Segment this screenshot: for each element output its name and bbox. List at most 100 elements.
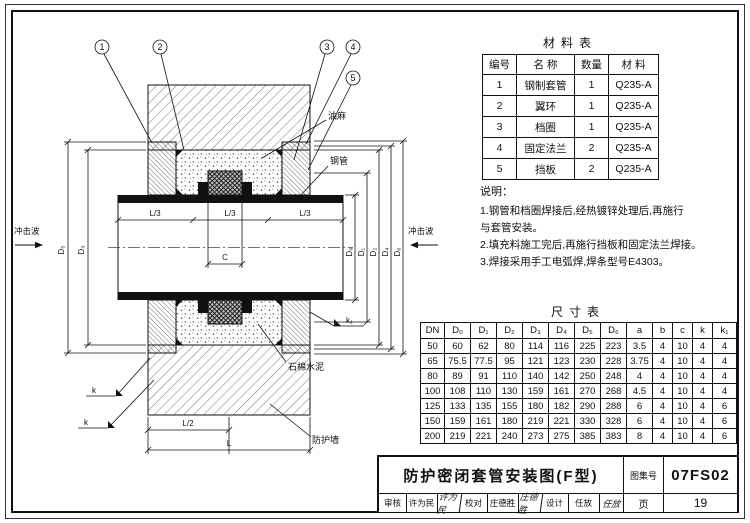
signature-name: 庄德胜: [488, 494, 519, 512]
dims-cell: 4: [652, 413, 673, 429]
dims-cell: 108: [444, 383, 471, 399]
dim-D2: D₂: [369, 248, 378, 257]
dims-cell: 219: [522, 413, 549, 429]
signature-sig: 许为民: [436, 492, 462, 515]
signature-sig: 庄德胜: [517, 492, 543, 515]
materials-cell: Q235-A: [608, 137, 659, 159]
dims-cell: 330: [574, 413, 601, 429]
dims-cell: 91: [470, 368, 497, 384]
dims-cell: 6: [626, 398, 653, 414]
dims-cell: 230: [574, 353, 601, 369]
dims-header-cell: D₆: [600, 322, 627, 339]
dims-cell: 62: [470, 338, 497, 354]
dims-cell: 219: [444, 428, 471, 444]
label-protective-wall: 防护墙: [312, 434, 339, 445]
dims-header-cell: D₅: [574, 322, 601, 339]
dims-cell: 80: [496, 338, 523, 354]
shockwave-annotations: 冲击波 冲击波: [14, 226, 438, 249]
signature-label: 校对: [461, 494, 488, 512]
dims-cell: 4: [652, 353, 673, 369]
dims-header-cell: a: [626, 322, 653, 339]
dims-cell: 10: [672, 353, 693, 369]
dims-cell: 275: [548, 428, 575, 444]
dims-cell: 75.5: [444, 353, 471, 369]
dims-cell: 100: [420, 383, 445, 399]
dims-cell: 10: [672, 413, 693, 429]
note-line: 2.填充料施工完后,再施行挡板和固定法兰焊接。: [480, 239, 702, 251]
page-label: 页: [624, 494, 664, 513]
dims-cell: 161: [470, 413, 497, 429]
dims-cell: 240: [496, 428, 523, 444]
shockwave-arrow-left: [35, 241, 43, 249]
dim-D1: D₁: [357, 247, 366, 256]
dims-cell: 3.5: [626, 338, 653, 354]
note-line: 与套管安装。: [480, 222, 543, 234]
weld-symbols: k₁ k k: [78, 311, 364, 429]
materials-cell: Q235-A: [608, 95, 659, 117]
signature-sig: 任放: [601, 498, 621, 509]
dims-header-cell: D₀: [444, 322, 471, 339]
shockwave-label-left: 冲击波: [14, 226, 40, 236]
materials-cell: 2: [574, 137, 609, 159]
dims-cell: 6: [712, 398, 737, 414]
signature-label: 审核: [380, 494, 407, 512]
materials-cell: 1: [574, 116, 609, 138]
dims-cell: 223: [600, 338, 627, 354]
dims-cell: 95: [496, 353, 523, 369]
notes-title: 说明：: [480, 186, 513, 198]
dims-cell: 4: [692, 398, 713, 414]
dims-cell: 135: [470, 398, 497, 414]
dims-header-cell: k: [692, 322, 713, 339]
materials-cell: 2: [574, 158, 609, 180]
dims-cell: 50: [420, 338, 445, 354]
dims-cell: 4: [652, 338, 673, 354]
dims-cell: 6: [712, 413, 737, 429]
callout-2: 2: [157, 42, 162, 52]
materials-cell: 1: [574, 95, 609, 117]
materials-header-row: 编号名 称数量材 料: [482, 54, 659, 75]
materials-cell: 5: [482, 158, 517, 180]
dims-cell: 3.75: [626, 353, 653, 369]
dims-cell: 4: [652, 428, 673, 444]
dims-cell: 80: [420, 368, 445, 384]
dims-cell: 89: [444, 368, 471, 384]
dims-cell: 110: [496, 368, 523, 384]
dims-cell: 4: [712, 338, 737, 354]
materials-header-cell: 名 称: [516, 54, 575, 75]
dims-cell: 155: [496, 398, 523, 414]
title-block: 防护密闭套管安装图(F型) 图集号 07FS02 审核许为民许为民校对庄德胜庄德…: [377, 455, 738, 515]
dims-cell: 140: [522, 368, 549, 384]
dims-cell: 250: [574, 368, 601, 384]
part-labels: 油麻 钢管 石棉水泥 防护墙: [257, 110, 348, 445]
dim-L2: L/2: [182, 419, 194, 428]
dims-cell: 4: [712, 383, 737, 399]
dims-cell: 270: [574, 383, 601, 399]
dims-header-cell: b: [652, 322, 673, 339]
dims-cell: 116: [548, 338, 575, 354]
dims-cell: 4: [626, 368, 653, 384]
weld-k1: k₁: [346, 316, 353, 325]
materials-cell: Q235-A: [608, 74, 659, 96]
dims-cell: 10: [672, 383, 693, 399]
materials-cell: 固定法兰: [516, 137, 575, 159]
dims-cell: 221: [470, 428, 497, 444]
dim-L3: L/3: [299, 209, 311, 218]
materials-cell: 2: [482, 95, 517, 117]
label-oakum: 油麻: [328, 110, 346, 121]
signature-name: 许为民: [407, 494, 438, 512]
note-line: 3.焊接采用手工电弧焊,焊条型号E4303。: [480, 256, 670, 268]
dim-D5: D₅: [57, 246, 66, 255]
dims-table-title: 尺寸表: [550, 305, 605, 319]
dims-cell: 60: [444, 338, 471, 354]
signature-label: 设计: [542, 494, 569, 512]
